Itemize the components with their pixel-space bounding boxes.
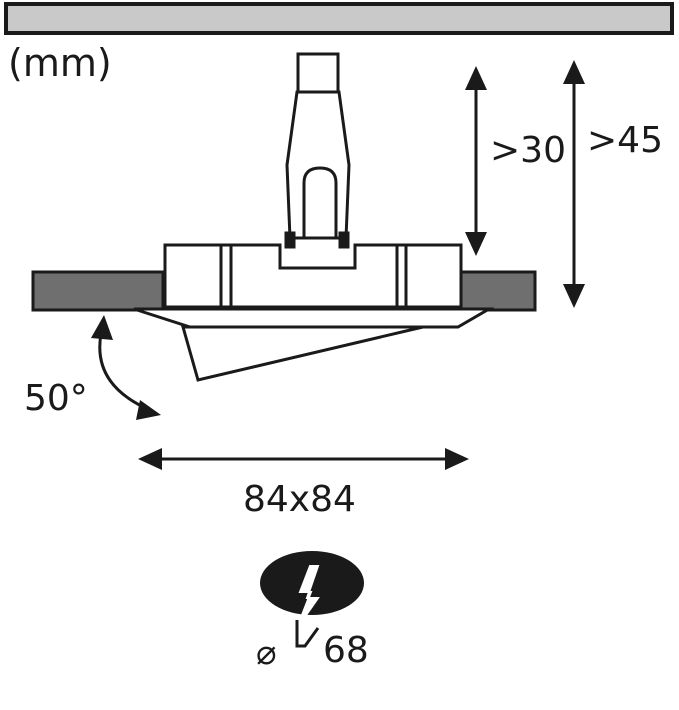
units-label: (mm): [8, 41, 112, 85]
ceiling-panel-left: [31, 270, 165, 312]
depth-min-arrow: [465, 66, 487, 256]
tilt-angle-arrow: [91, 315, 161, 420]
diameter-value-label: 68: [323, 630, 369, 671]
diameter-symbol: ⌀: [256, 633, 276, 673]
depth-total-label: >45: [587, 120, 663, 161]
cutout-size-label: 84x84: [243, 479, 356, 520]
cutout-width-arrow: [138, 448, 469, 470]
spring-clip: [284, 52, 351, 249]
ceiling-panel-right: [459, 270, 537, 312]
lightning-bolt-icon: [260, 551, 364, 648]
depth-total-arrow: [563, 60, 585, 308]
housing-body: [163, 243, 463, 309]
depth-min-label: >30: [490, 130, 566, 171]
ceiling-strip: [4, 2, 674, 35]
trim-ring: [133, 307, 495, 329]
tilted-lamp: [181, 325, 424, 382]
tilt-angle-label: 50°: [24, 378, 88, 419]
